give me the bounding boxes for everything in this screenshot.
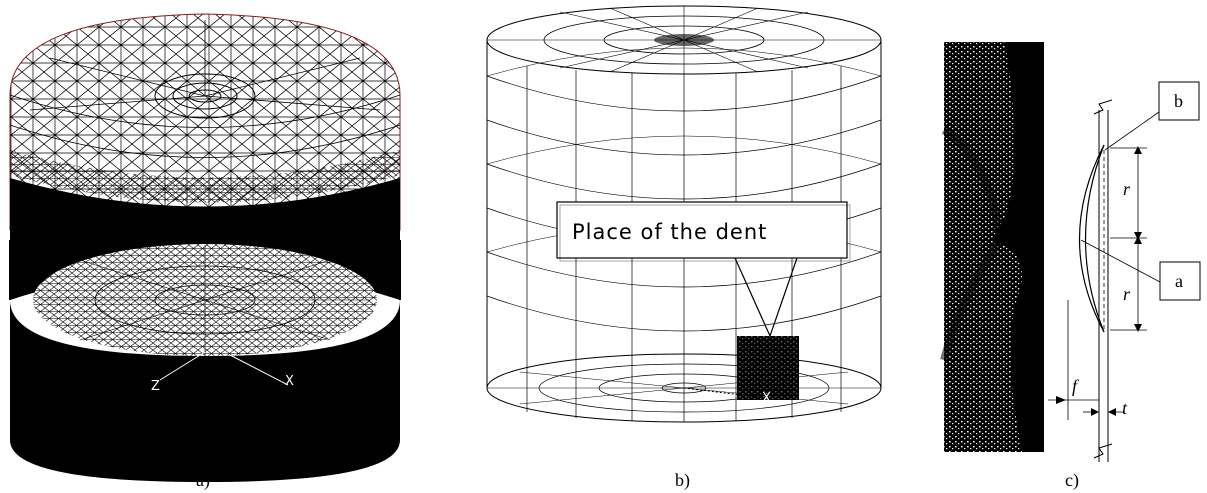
axis-x-label: X — [285, 374, 294, 389]
panel-a-axes: Z X — [151, 351, 294, 394]
panel-a-caption: a) — [196, 470, 210, 491]
dim-t: t — [1122, 398, 1128, 418]
panel-a-base — [10, 300, 400, 482]
panel-a-dense-band — [10, 178, 400, 240]
callout-text: Place of the dent — [572, 220, 767, 244]
dim-r-lower: r — [1123, 284, 1131, 304]
shell-section-drawing: r r f t b a — [1048, 81, 1201, 462]
dent-callout: Place of the dent — [556, 201, 851, 338]
dent-close-up-strip — [940, 42, 1044, 452]
label-b: b — [1174, 91, 1183, 111]
panel-a-dense-mesh-tank: Z X a) — [9, 13, 401, 491]
panel-b-wireframe-tank: X Place of the dent b) — [486, 5, 882, 491]
axis-z-label: Z — [151, 379, 160, 394]
panel-c-caption: c) — [1065, 470, 1079, 491]
dim-r-upper: r — [1123, 179, 1131, 199]
dim-f: f — [1072, 376, 1080, 396]
panel-a-upper-mesh — [9, 13, 401, 231]
label-a: a — [1175, 271, 1183, 291]
panel-b-axis-x: X — [762, 391, 771, 406]
panel-c-dent-detail: r r f t b a c) — [940, 42, 1201, 491]
panel-b-caption: b) — [675, 470, 690, 491]
panel-a-floor-mesh — [10, 240, 400, 356]
